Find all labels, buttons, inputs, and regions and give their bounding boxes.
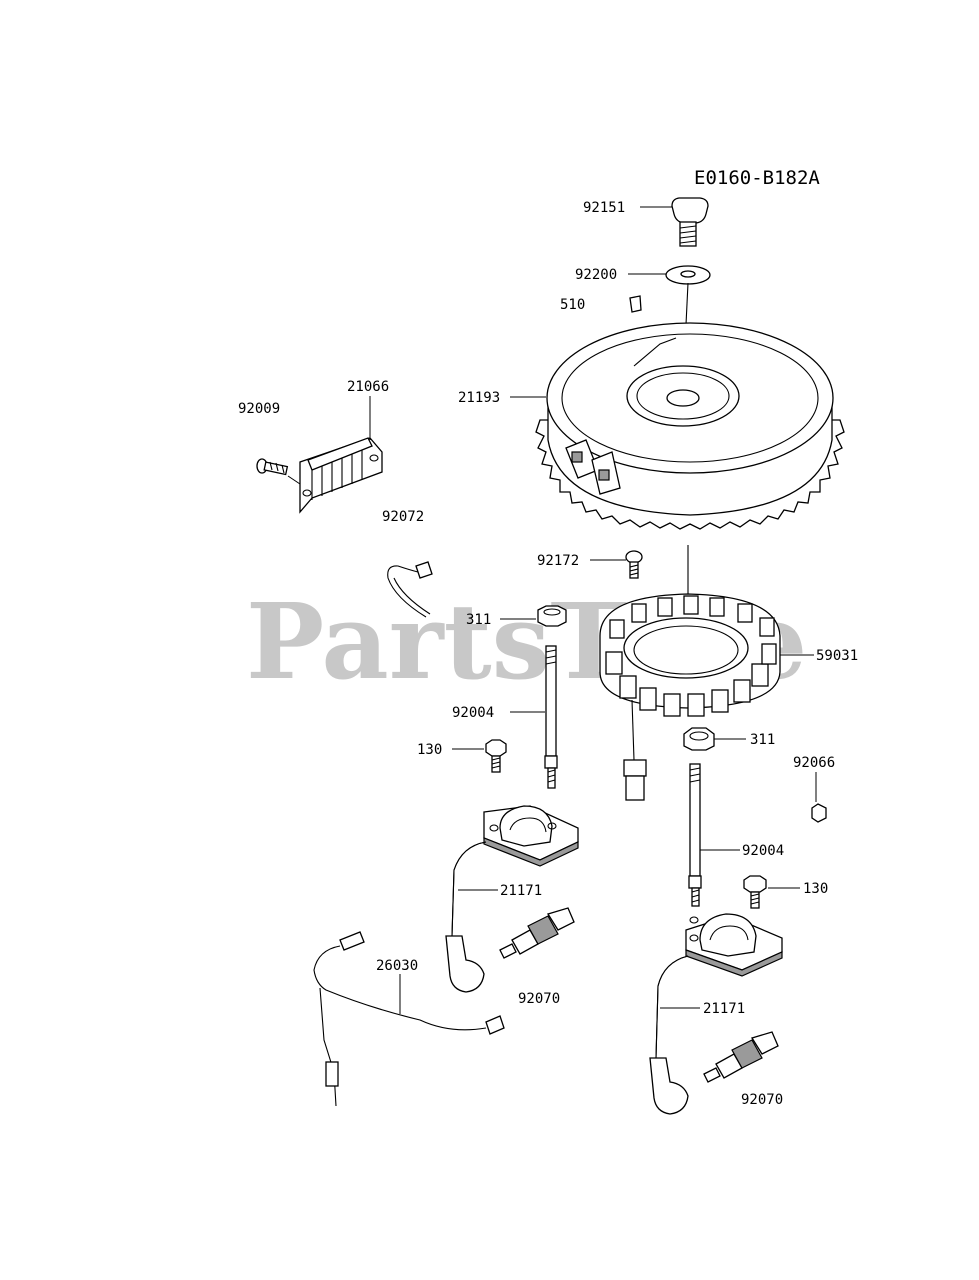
label-92004-left[interactable]: 92004 bbox=[452, 705, 494, 721]
label-130-left[interactable]: 130 bbox=[417, 742, 442, 758]
screw-92009[interactable] bbox=[256, 458, 301, 485]
clip-92072[interactable] bbox=[387, 561, 433, 618]
stud-92004-left[interactable] bbox=[544, 645, 558, 789]
flywheel-21193[interactable] bbox=[535, 322, 845, 530]
washer-92200[interactable] bbox=[665, 265, 711, 285]
label-59031[interactable]: 59031 bbox=[816, 648, 858, 664]
sparkplug-92070-right[interactable] bbox=[703, 1031, 779, 1083]
label-92172[interactable]: 92172 bbox=[537, 553, 579, 569]
diagram-code: E0160-B182A bbox=[694, 167, 820, 189]
label-510[interactable]: 510 bbox=[560, 297, 585, 313]
label-92151[interactable]: 92151 bbox=[583, 200, 625, 216]
coil-21171-left[interactable] bbox=[445, 805, 579, 993]
bolt-130-left[interactable] bbox=[485, 739, 507, 773]
label-311-left[interactable]: 311 bbox=[466, 612, 491, 628]
bolt-92151[interactable] bbox=[671, 197, 709, 247]
nut-92066[interactable] bbox=[811, 803, 827, 823]
label-92004-right[interactable]: 92004 bbox=[742, 843, 784, 859]
label-26030[interactable]: 26030 bbox=[376, 958, 418, 974]
label-92009[interactable]: 92009 bbox=[238, 401, 280, 417]
stud-92004-right[interactable] bbox=[688, 763, 702, 907]
label-130-right[interactable]: 130 bbox=[803, 881, 828, 897]
key-510[interactable] bbox=[629, 295, 642, 313]
label-92072[interactable]: 92072 bbox=[382, 509, 424, 525]
nut-311-left[interactable] bbox=[537, 605, 567, 627]
regulator-21066[interactable] bbox=[299, 437, 383, 514]
stator-59031[interactable] bbox=[599, 593, 781, 801]
label-21171-right[interactable]: 21171 bbox=[703, 1001, 745, 1017]
label-311-right[interactable]: 311 bbox=[750, 732, 775, 748]
coil-21171-right[interactable] bbox=[649, 913, 783, 1115]
label-21171-left[interactable]: 21171 bbox=[500, 883, 542, 899]
label-92066[interactable]: 92066 bbox=[793, 755, 835, 771]
sparkplug-92070-left[interactable] bbox=[499, 907, 575, 959]
label-92200[interactable]: 92200 bbox=[575, 267, 617, 283]
label-92070-right[interactable]: 92070 bbox=[741, 1092, 783, 1108]
leadwire-26030[interactable] bbox=[313, 931, 505, 1107]
screw-92172[interactable] bbox=[625, 550, 643, 579]
label-21066[interactable]: 21066 bbox=[347, 379, 389, 395]
nut-311-right[interactable] bbox=[683, 727, 715, 751]
label-92070-left[interactable]: 92070 bbox=[518, 991, 560, 1007]
label-21193[interactable]: 21193 bbox=[458, 390, 500, 406]
bolt-130-right[interactable] bbox=[743, 875, 767, 909]
